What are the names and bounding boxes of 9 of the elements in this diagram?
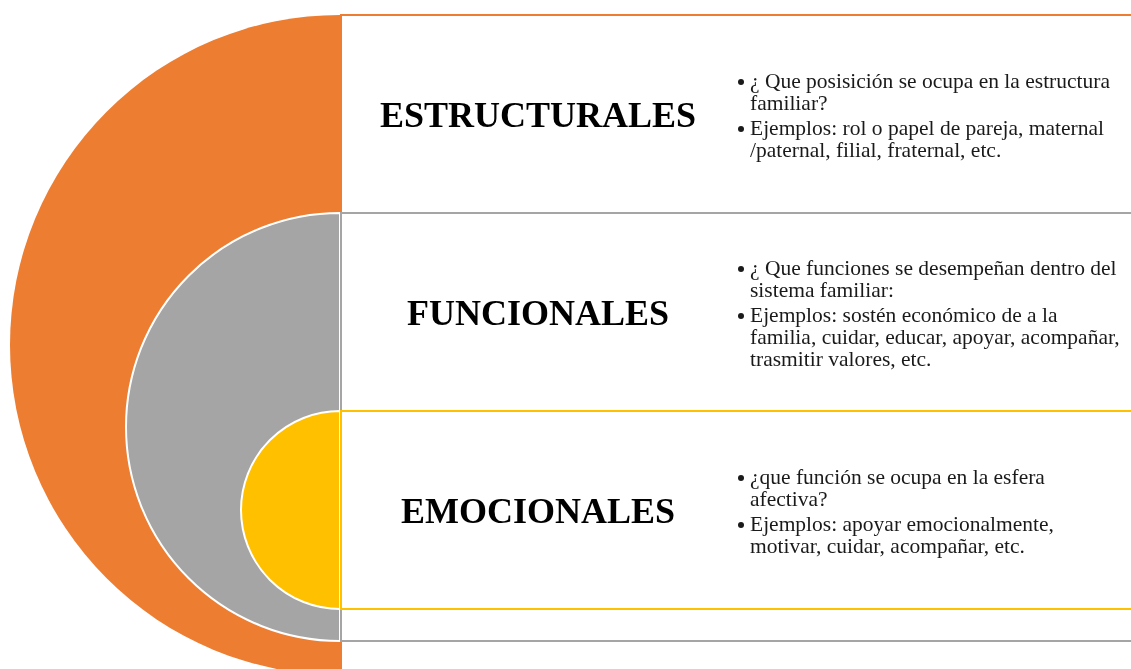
category-heading: FUNCIONALES — [405, 292, 670, 334]
category-heading: EMOCIONALES — [399, 490, 676, 532]
bullet-text: Ejemplos: sostén económico de a la familia, cuidar, educar, apoyar, acompañar, trasmitir valores, etc. — [750, 303, 1121, 370]
bullet-text: Ejemplos: apoyar emocionalmente, motivar, cuidar, acompañar, etc. — [750, 512, 1055, 557]
bullet-text: ¿ Que funciones se desempeñan dentro del sistema familiar: — [750, 256, 1118, 301]
bullet-text: Ejemplos: rol o papel de pareja, maternal /paternal, filial, fraternal, etc. — [750, 116, 1105, 161]
bullet-text: ¿que función se ocupa en la esfera afectiva? — [750, 465, 1046, 510]
category-heading: ESTRUCTURALES — [378, 94, 698, 136]
bullet-text: ¿ Que posisición se ocupa en la estructura familiar? — [750, 69, 1111, 114]
